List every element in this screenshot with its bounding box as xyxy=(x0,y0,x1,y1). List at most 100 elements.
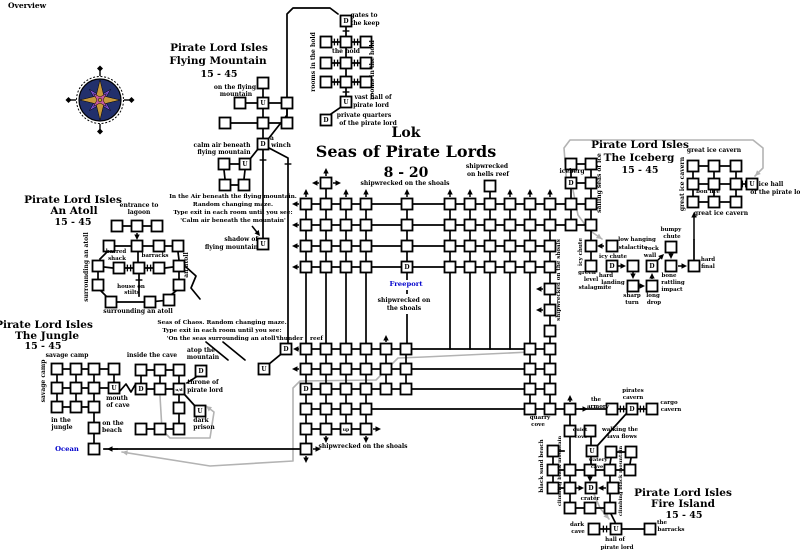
room-box[interactable] xyxy=(339,197,353,211)
room-box[interactable] xyxy=(686,177,700,191)
room-box[interactable] xyxy=(256,96,270,110)
room-box[interactable] xyxy=(603,501,617,515)
room-box[interactable] xyxy=(319,75,333,89)
room-box[interactable] xyxy=(503,260,517,274)
room-box[interactable] xyxy=(299,197,313,211)
room-box[interactable] xyxy=(319,382,333,396)
room-box[interactable] xyxy=(218,116,232,130)
room-box[interactable] xyxy=(503,239,517,253)
room-box[interactable] xyxy=(564,176,578,190)
room-box[interactable] xyxy=(563,501,577,515)
room-box[interactable] xyxy=(256,76,270,90)
room-box[interactable] xyxy=(339,402,353,416)
room-box[interactable] xyxy=(319,113,333,127)
room-box[interactable] xyxy=(483,218,497,232)
room-box[interactable] xyxy=(585,444,599,458)
room-box[interactable] xyxy=(543,324,557,338)
room-box[interactable] xyxy=(645,402,659,416)
room-box[interactable] xyxy=(583,501,597,515)
room-box[interactable] xyxy=(729,195,743,209)
room-box[interactable] xyxy=(319,422,333,436)
room-box[interactable] xyxy=(339,260,353,274)
room-box[interactable] xyxy=(543,362,557,376)
room-box[interactable] xyxy=(299,260,313,274)
room-box[interactable] xyxy=(605,402,619,416)
room-box[interactable] xyxy=(503,218,517,232)
room-box[interactable] xyxy=(483,179,497,193)
room-box[interactable] xyxy=(543,197,557,211)
room-box[interactable] xyxy=(132,261,146,275)
room-box[interactable] xyxy=(319,239,333,253)
room-box[interactable] xyxy=(523,362,537,376)
room-box[interactable] xyxy=(107,362,121,376)
room-box[interactable] xyxy=(172,363,186,377)
room-box[interactable] xyxy=(443,218,457,232)
room-box[interactable] xyxy=(256,237,270,251)
room-box[interactable] xyxy=(543,260,557,274)
room-box[interactable] xyxy=(238,157,252,171)
room-box[interactable] xyxy=(543,282,557,296)
room-box[interactable] xyxy=(546,463,560,477)
room-box[interactable] xyxy=(91,259,105,273)
room-box[interactable] xyxy=(707,159,721,173)
room-box[interactable] xyxy=(299,442,313,456)
room-box[interactable] xyxy=(359,260,373,274)
room-box[interactable] xyxy=(503,197,517,211)
room-box[interactable] xyxy=(87,442,101,456)
room-box[interactable] xyxy=(359,422,373,436)
room-box[interactable] xyxy=(339,362,353,376)
room-box[interactable] xyxy=(745,177,759,191)
room-box[interactable] xyxy=(339,422,353,436)
room-box[interactable] xyxy=(143,295,157,309)
room-box[interactable] xyxy=(69,400,83,414)
room-box[interactable] xyxy=(625,402,639,416)
room-box[interactable] xyxy=(359,218,373,232)
room-box[interactable] xyxy=(546,481,560,495)
room-box[interactable] xyxy=(624,445,638,459)
room-box[interactable] xyxy=(564,197,578,211)
room-box[interactable] xyxy=(359,342,373,356)
room-box[interactable] xyxy=(218,178,232,192)
room-box[interactable] xyxy=(339,218,353,232)
room-box[interactable] xyxy=(564,157,578,171)
room-box[interactable] xyxy=(443,260,457,274)
room-box[interactable] xyxy=(523,239,537,253)
room-box[interactable] xyxy=(543,239,557,253)
room-box[interactable] xyxy=(400,197,414,211)
room-box[interactable] xyxy=(605,259,619,273)
room-box[interactable] xyxy=(279,342,293,356)
room-box[interactable] xyxy=(87,362,101,376)
room-box[interactable] xyxy=(104,295,118,309)
room-box[interactable] xyxy=(256,137,270,151)
room-box[interactable] xyxy=(463,260,477,274)
room-box[interactable] xyxy=(152,261,166,275)
room-box[interactable] xyxy=(563,402,577,416)
room-box[interactable] xyxy=(299,239,313,253)
room-box[interactable] xyxy=(583,463,597,477)
room-box[interactable] xyxy=(399,362,413,376)
room-box[interactable] xyxy=(172,259,186,273)
room-box[interactable] xyxy=(623,463,637,477)
room-box[interactable] xyxy=(603,463,617,477)
room-box[interactable] xyxy=(359,362,373,376)
room-box[interactable] xyxy=(359,239,373,253)
room-box[interactable] xyxy=(664,259,678,273)
room-box[interactable] xyxy=(319,218,333,232)
room-box[interactable] xyxy=(194,364,208,378)
room-box[interactable] xyxy=(153,363,167,377)
room-box[interactable] xyxy=(443,197,457,211)
room-box[interactable] xyxy=(319,402,333,416)
room-box[interactable] xyxy=(50,400,64,414)
room-box[interactable] xyxy=(707,195,721,209)
room-box[interactable] xyxy=(130,239,144,253)
room-box[interactable] xyxy=(664,240,678,254)
room-box[interactable] xyxy=(523,197,537,211)
room-box[interactable] xyxy=(69,381,83,395)
room-box[interactable] xyxy=(523,260,537,274)
room-box[interactable] xyxy=(563,424,577,438)
room-box[interactable] xyxy=(339,95,353,109)
room-box[interactable] xyxy=(483,197,497,211)
room-box[interactable] xyxy=(237,178,251,192)
room-box[interactable] xyxy=(87,400,101,414)
room-box[interactable] xyxy=(87,421,101,435)
